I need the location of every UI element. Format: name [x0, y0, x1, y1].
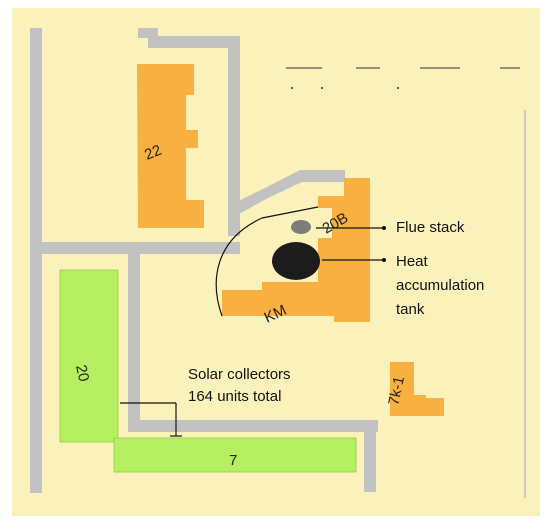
road-southeast	[364, 420, 376, 492]
road-west	[30, 28, 42, 493]
building-label-7k1: 7k-1	[385, 375, 408, 407]
road-center-south	[128, 242, 140, 432]
road-south	[128, 420, 378, 432]
building-label-20: 20	[72, 363, 92, 383]
flue-stack-label: Flue stack	[396, 219, 465, 236]
solar-collectors-label-line2: 164 units total	[188, 388, 281, 405]
road-north	[148, 36, 238, 48]
building-label-22: 22	[142, 142, 164, 164]
heat-tank-label-line1: Heat	[396, 253, 429, 270]
building-label-7: 7	[229, 452, 237, 469]
heat-tank-icon	[272, 242, 320, 280]
flue-stack-leader-dot	[382, 226, 386, 230]
heat-tank-label-line2: accumulation	[396, 277, 484, 294]
heat-tank-leader-dot	[382, 258, 386, 262]
flue-stack-icon	[291, 220, 311, 234]
solar-collectors-label-line1: Solar collectors	[188, 366, 291, 383]
top-dot-2	[321, 87, 323, 89]
building-20b	[222, 178, 370, 322]
road-north-stub	[138, 28, 158, 38]
solar-block-20	[59, 269, 119, 443]
top-dot-1	[291, 87, 293, 89]
building-7k1	[390, 362, 444, 416]
building-22	[137, 64, 204, 228]
road-north-south	[228, 36, 240, 236]
solar-block-7	[113, 437, 357, 473]
roads	[30, 28, 378, 493]
top-dot-3	[397, 87, 399, 89]
road-curve	[228, 170, 345, 218]
heat-tank-label-line3: tank	[396, 301, 425, 318]
tank-boundary-curve	[215, 206, 319, 317]
